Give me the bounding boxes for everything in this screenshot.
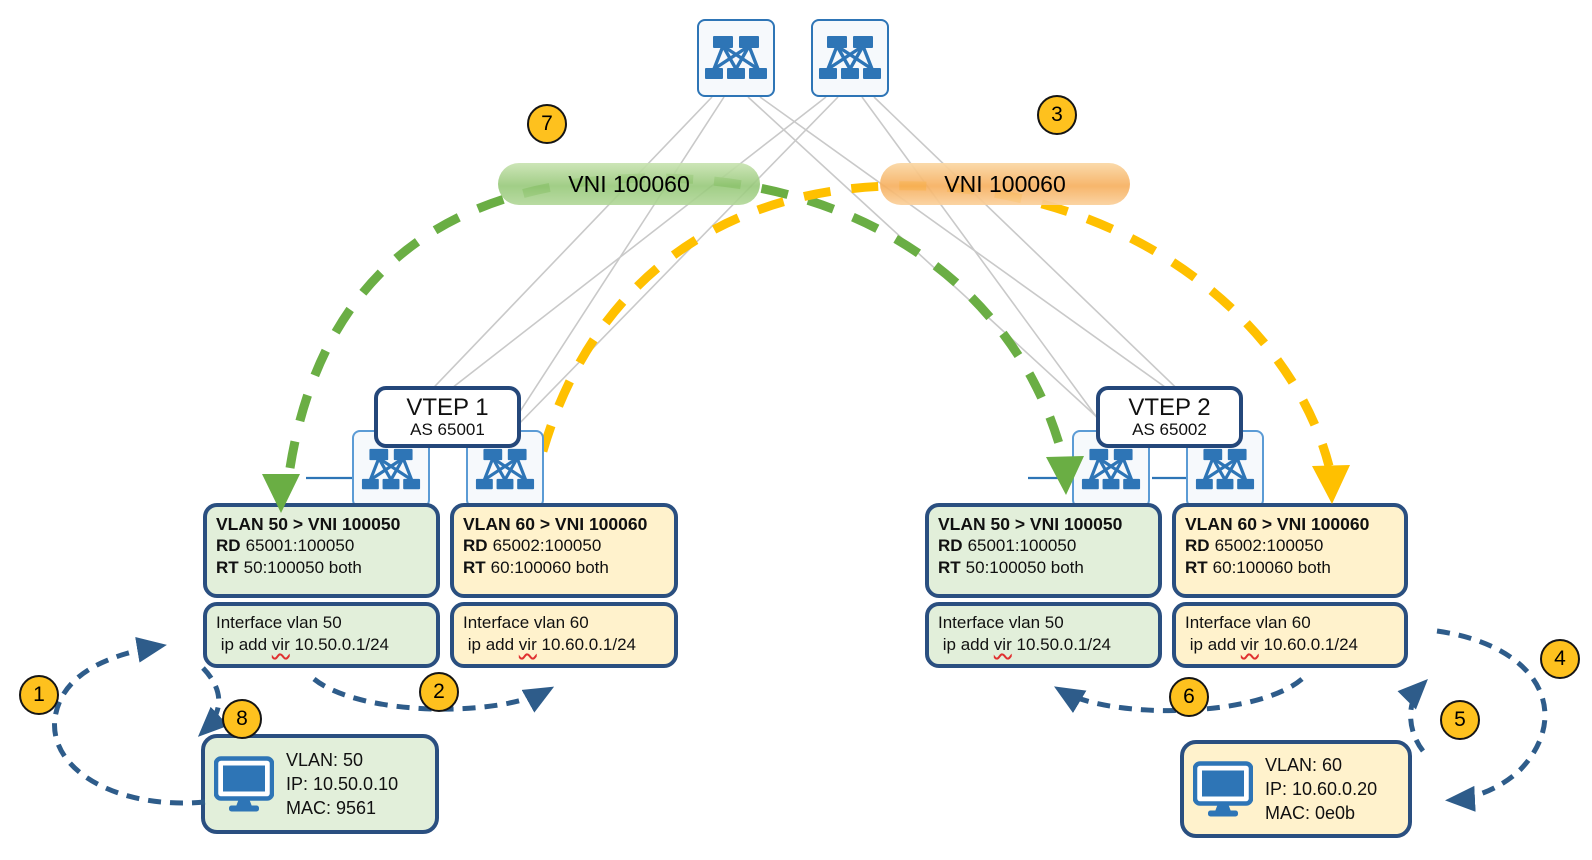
host-mac: MAC: 0e0b <box>1265 803 1356 824</box>
rd-key: RD <box>938 536 963 556</box>
network-switch-icon <box>361 446 421 491</box>
vni-pill-orange-label: VNI 100060 <box>944 170 1066 197</box>
computer-monitor-icon <box>214 756 274 813</box>
host-details: VLAN: 50 IP: 10.50.0.10 MAC: 9561 <box>286 748 398 821</box>
network-switch-icon <box>475 446 535 491</box>
spine-switch-1 <box>697 19 775 97</box>
host-details: VLAN: 60 IP: 10.60.0.20 MAC: 0e0b <box>1265 753 1377 826</box>
interface-ip-line: ip add vir 10.50.0.1/24 <box>942 634 1112 654</box>
rt-key: RT <box>216 558 239 578</box>
interface-name: Interface vlan 60 <box>1185 613 1311 632</box>
network-switch-icon <box>1195 446 1255 491</box>
host-vlan: VLAN: 60 <box>1265 754 1343 775</box>
flow-arc-step1-host-to-gateway <box>52 636 206 806</box>
rt-key: RT <box>938 558 961 578</box>
host-vlan60: VLAN: 60 IP: 10.60.0.20 MAC: 0e0b <box>1180 740 1412 838</box>
interface-ip-line: ip add vir 10.60.0.1/24 <box>467 634 637 654</box>
flow-arc-step8-gateway-to-host <box>197 666 229 737</box>
flow-arc-step5-host-to-gateway <box>1397 679 1428 753</box>
rd-key: RD <box>463 536 488 556</box>
interface-ip-line: ip add vir 10.60.0.1/24 <box>1189 634 1359 654</box>
rt-key: RT <box>463 558 486 578</box>
mapping-title: VLAN 60 > VNI 100060 <box>1185 514 1370 534</box>
interface-ip-line: ip add vir 10.50.0.1/24 <box>220 634 390 654</box>
spine-leaf-link-lines <box>392 96 1226 431</box>
spine-switch-2 <box>811 19 889 97</box>
interface-vlan50-box-right: Interface vlan 50 ip add vir 10.50.0.1/2… <box>925 602 1162 668</box>
mapping-title: VLAN 50 > VNI 100050 <box>938 514 1123 534</box>
vtep1-name: VTEP 1 <box>406 394 489 422</box>
vni-pill-orange: VNI 100060 <box>880 163 1130 205</box>
network-switch-icon <box>704 34 768 81</box>
rt-value: 50:100050 both <box>965 558 1084 578</box>
rt-value: 60:100060 both <box>1212 558 1331 578</box>
step-badge-6: 6 <box>1169 677 1209 717</box>
mapping-title: VLAN 60 > VNI 100060 <box>463 514 648 534</box>
vtep1-asn: AS 65001 <box>410 419 485 439</box>
rd-value: 65001:100050 <box>245 536 355 556</box>
step-badge-2: 2 <box>419 672 459 712</box>
host-mac: MAC: 9561 <box>286 798 377 819</box>
rd-key: RD <box>216 536 241 556</box>
vtep2-name: VTEP 2 <box>1128 394 1211 422</box>
computer-monitor-icon <box>1193 761 1253 818</box>
host-vlan50: VLAN: 50 IP: 10.50.0.10 MAC: 9561 <box>201 734 439 834</box>
network-switch-icon <box>1081 446 1141 491</box>
host-ip: IP: 10.60.0.20 <box>1265 778 1378 799</box>
interface-vlan60-box-right: Interface vlan 60 ip add vir 10.60.0.1/2… <box>1172 602 1408 668</box>
rt-key: RT <box>1185 558 1208 578</box>
step-badge-3: 3 <box>1037 95 1077 135</box>
interface-vlan50-box-left: Interface vlan 50 ip add vir 10.50.0.1/2… <box>203 602 440 668</box>
host-ip: IP: 10.50.0.10 <box>286 773 399 794</box>
step-badge-4: 4 <box>1540 639 1580 679</box>
vtep2-asn: AS 65002 <box>1132 419 1207 439</box>
rt-value: 60:100060 both <box>490 558 609 578</box>
network-switch-icon <box>818 34 882 81</box>
mapping-title: VLAN 50 > VNI 100050 <box>216 514 401 534</box>
step-badge-1: 1 <box>19 675 59 715</box>
rd-key: RD <box>1185 536 1210 556</box>
rt-value: 50:100050 both <box>243 558 362 578</box>
step-badge-7: 7 <box>527 104 567 144</box>
rd-value: 65002:100050 <box>1214 536 1324 556</box>
interface-name: Interface vlan 50 <box>938 613 1064 632</box>
yellow-tunnel-arrowhead-right <box>1312 465 1350 504</box>
rd-value: 65001:100050 <box>967 536 1077 556</box>
vtep2-label-box: VTEP 2 AS 65002 <box>1096 386 1243 448</box>
interface-name: Interface vlan 60 <box>463 613 589 632</box>
step-badge-5: 5 <box>1440 700 1480 740</box>
interface-vlan60-box-left: Interface vlan 60 ip add vir 10.60.0.1/2… <box>450 602 678 668</box>
vni-pill-green: VNI 100060 <box>498 163 760 205</box>
host-vlan: VLAN: 50 <box>286 749 364 770</box>
step-badge-8: 8 <box>222 699 262 739</box>
interface-name: Interface vlan 50 <box>216 613 342 632</box>
rd-value: 65002:100050 <box>492 536 602 556</box>
vni-pill-green-label: VNI 100060 <box>568 170 690 197</box>
vtep1-label-box: VTEP 1 AS 65001 <box>374 386 521 448</box>
